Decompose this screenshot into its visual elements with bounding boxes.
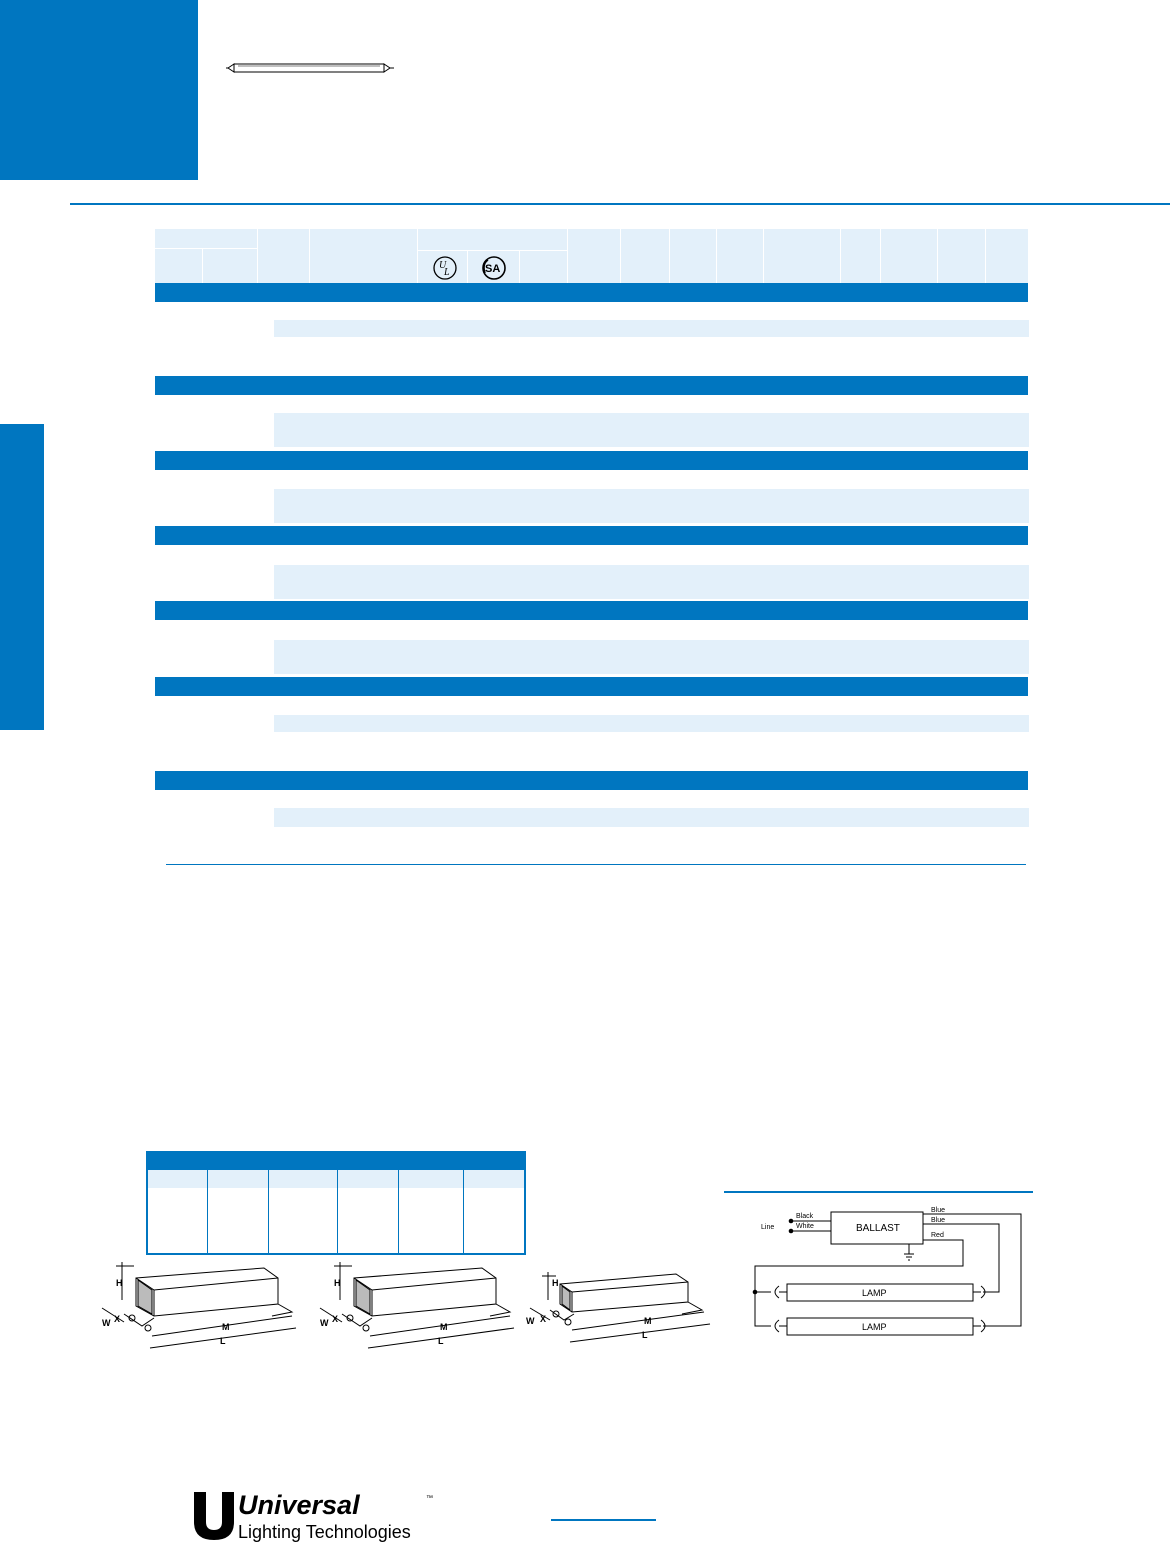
white-wire-label: White [796,1223,814,1230]
header-cell [938,229,986,283]
dimension-label: W [102,1318,111,1328]
dimension-label: M [222,1322,230,1332]
header-cell-group [155,229,258,249]
header-cell [764,229,841,283]
column-divider [398,1170,399,1253]
logo-wordmark: Universal [238,1490,360,1520]
table-row-stripe [274,320,1029,337]
header-color-block [0,0,198,180]
lamp-label: LAMP [862,1288,887,1298]
dimension-label: L [438,1336,444,1346]
ul-listed-icon: U L [433,256,457,280]
ballast-box [830,1211,924,1245]
dimension-label: M [440,1322,448,1332]
header-cell [670,229,717,283]
table-row-stripe [274,489,1029,523]
table-section-band [155,601,1028,620]
black-wire-label: Black [796,1213,814,1220]
ballast-case-drawing: H W X M L [319,1262,515,1349]
table-section-band [155,376,1028,395]
section-divider [70,203,1170,205]
dimension-label: L [642,1330,648,1340]
svg-text:SA: SA [485,263,500,275]
header-cell [310,229,418,283]
table-row-stripe [274,565,1029,599]
blue-wire-label: Blue [931,1217,945,1224]
junction-dot [752,1289,758,1295]
dimension-label: W [320,1318,329,1328]
table-section-band [155,677,1028,696]
universal-u-icon [194,1492,234,1540]
ballast-case-drawing: H W X M L [101,1262,297,1349]
svg-text:U: U [439,260,447,271]
column-divider [337,1170,338,1253]
universal-logo: Universal ™ Lighting Technologies [194,1490,433,1542]
dimension-label: L [220,1336,226,1346]
dimension-label: X [332,1314,338,1324]
line-label: Line [761,1224,774,1231]
terminal-dot [788,1228,794,1234]
header-cell-csa: SA [468,251,520,283]
header-cell-ul: U L [418,251,468,283]
svg-text:L: L [443,267,450,278]
column-divider [463,1170,464,1253]
terminal-dot [788,1218,794,1224]
table-section-band [155,771,1028,790]
header-cell [841,229,881,283]
table-section-band [155,526,1028,545]
header-cell [155,249,203,283]
table-row-stripe [274,413,1029,447]
table-row-stripe [274,715,1029,732]
header-cell [621,229,670,283]
header-cell [717,229,764,283]
red-wire-label: Red [931,1232,944,1239]
lamp-label: LAMP [862,1322,887,1332]
wiring-diagram-rule [724,1191,1033,1193]
footer-rule [551,1519,656,1521]
dimension-label: W [526,1316,535,1326]
header-cell [568,229,621,283]
dimension-label: H [552,1278,559,1288]
header-cell [203,249,258,283]
header-cell [520,251,568,283]
table-section-band [155,283,1028,302]
dimension-label: X [114,1314,120,1324]
table-row-stripe [274,808,1029,827]
table-row-stripe [274,640,1029,674]
dimension-label: X [540,1314,546,1324]
table-section-band [155,451,1028,470]
column-divider [268,1170,269,1253]
csa-certified-icon: SA [482,256,506,280]
wiring-diagram: Line Black White BALLAST Blue Blue Red L… [752,1207,1022,1336]
dimensions-table-subheader [148,1170,524,1188]
dimensions-table-frame [146,1151,526,1255]
header-cell-group [418,229,568,251]
side-section-tab [0,424,44,730]
t8-lamp-illustration [226,63,394,73]
dimensions-table-header [146,1151,526,1170]
trademark-mark: ™ [426,1495,433,1502]
header-cell [881,229,938,283]
header-cell [258,229,310,283]
header-cell [986,229,1028,283]
logo-tagline: Lighting Technologies [238,1522,411,1542]
ballast-label: BALLAST [856,1223,900,1234]
ballast-case-drawing-slim: H W X M L [526,1272,711,1343]
dimension-label: H [334,1278,341,1288]
dimension-label: H [116,1278,123,1288]
table-bottom-rule [166,864,1026,865]
column-divider [207,1170,208,1253]
blue-wire-label: Blue [931,1207,945,1214]
dimension-label: M [644,1316,652,1326]
